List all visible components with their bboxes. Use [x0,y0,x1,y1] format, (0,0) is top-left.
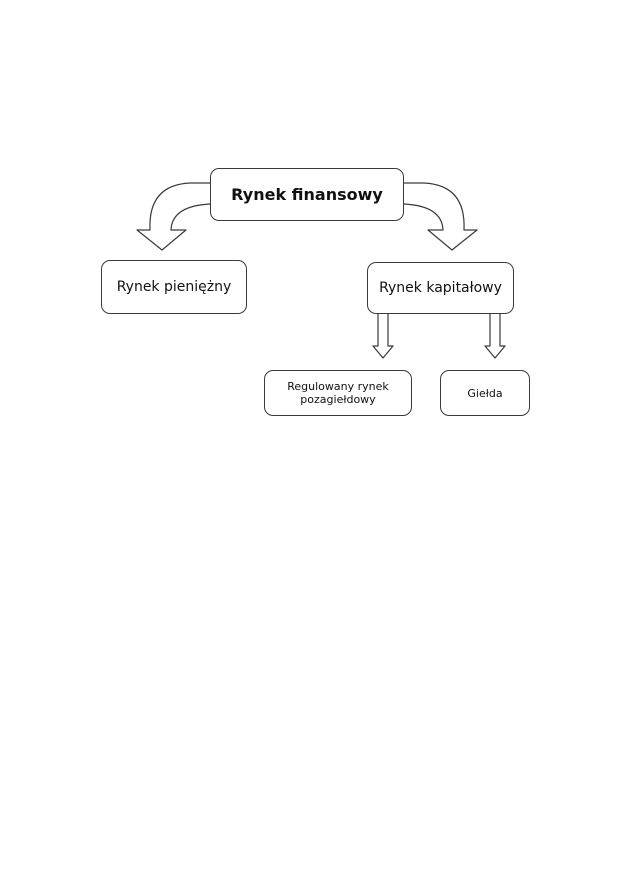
exchange-box: Giełda [440,370,530,416]
otc-market-box: Regulowany rynek pozagiełdowy [264,370,412,416]
down-arrow-exchange [484,314,506,359]
root-node-label: Rynek finansowy [231,185,383,204]
curved-arrow-right [403,182,478,251]
otc-market-label-line2: pozagiełdowy [300,393,376,406]
money-market-label: Rynek pieniężny [116,279,232,295]
capital-market-box: Rynek kapitałowy [367,262,514,314]
root-node-box: Rynek finansowy [210,168,404,221]
otc-market-label-line1: Regulowany rynek [287,380,389,393]
down-arrow-otc [372,314,394,359]
money-market-box: Rynek pieniężny [101,260,247,314]
capital-market-label: Rynek kapitałowy [379,280,502,296]
exchange-label: Giełda [467,386,503,400]
curved-arrow-left [136,182,211,251]
